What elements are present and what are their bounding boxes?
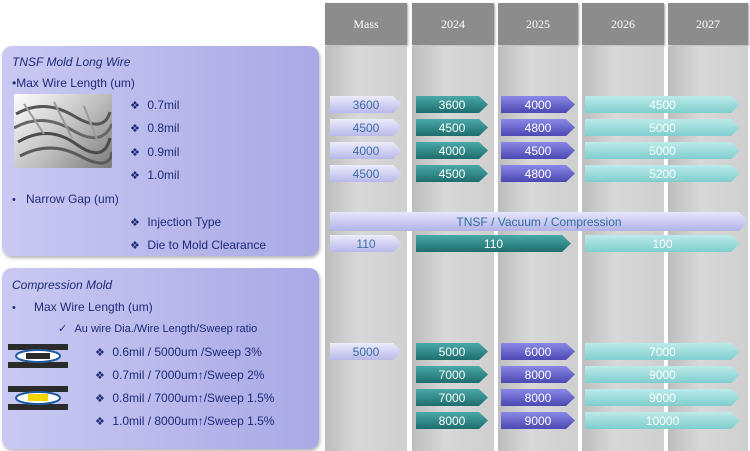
value-arrow-2024: 8000 [416,412,488,429]
tnsf-row-label: ❖ 0.8mil [130,121,179,135]
value-arrow-2026-2027: 10000 [585,412,740,429]
compression-title: Compression Mold [12,278,113,292]
bullet-icon: ❖ [130,170,140,182]
value-arrow-2026-2027: 4500 [585,96,740,113]
compression-mold-image-1 [8,344,68,368]
value-arrow-2026-2027: 9000 [585,366,740,383]
value-arrow-2025: 6000 [501,343,575,360]
tnsf-max-wire-label: •Max Wire Length (um) [12,76,135,90]
compression-row-label-text: 0.6mil / 5000um /Sweep 3% [112,345,262,359]
compression-sub-label: ✓ Au wire Dia./Wire Length/Sweep ratio [58,322,257,335]
injection-type-arrow: TNSF / Vacuum / Compression [330,212,748,231]
tnsf-row-label-text: 0.8mil [147,121,180,135]
narrow-gap-text: Narrow Gap (um) [26,192,119,206]
compression-sub-text: Au wire Dia./Wire Length/Sweep ratio [74,323,258,335]
column-header-2025: 2025 [498,3,578,45]
compression-max-wire-label: • Max Wire Length (um) [12,300,153,314]
compression-max-wire-text: Max Wire Length (um) [34,300,153,314]
value-arrow-2025: 9000 [501,412,575,429]
value-arrow-2024: 7000 [416,389,488,406]
value-arrow-2026-2027: 5200 [585,165,740,182]
bullet-icon: ❖ [95,393,105,405]
compression-row-label-text: 0.8mil / 7000um↑/Sweep 1.5% [112,391,275,405]
value-arrow-mass: 4500 [330,119,402,136]
compression-row-label: ❖ 0.7mil / 7000um↑/Sweep 2% [95,368,264,382]
value-arrow-mass: 4500 [330,165,402,182]
injection-type-label: ❖ Injection Type [130,215,221,229]
mold-wire-image [14,94,112,168]
die-clearance-text: Die to Mold Clearance [147,238,267,252]
bullet-icon: ❖ [130,147,140,159]
value-arrow-2024: 5000 [416,343,488,360]
clearance-arrow-mass: 110 [330,235,402,252]
bullet-icon: ❖ [95,416,105,428]
bullet-icon: ❖ [95,370,105,382]
compression-row-label-text: 0.7mil / 7000um↑/Sweep 2% [112,368,265,382]
tnsf-row-label: ❖ 0.9mil [130,145,179,159]
tnsf-row-label-text: 0.7mil [147,98,180,112]
value-arrow-2024: 4500 [416,165,488,182]
compression-mold-image-2 [8,386,68,410]
bullet-icon: ❖ [130,123,140,135]
tnsf-row-label: ❖ 0.7mil [130,98,179,112]
tnsf-title: TNSF Mold Long Wire [12,55,131,69]
value-arrow-2026-2027: 7000 [585,343,740,360]
value-arrow-2024: 4000 [416,142,488,159]
compression-row-label: ❖ 0.6mil / 5000um /Sweep 3% [95,345,262,359]
value-arrow-2025: 4000 [501,96,575,113]
clearance-arrow-2024-2025: 110 [416,235,571,252]
value-arrow-2025: 8000 [501,366,575,383]
column-header-2024: 2024 [412,3,494,45]
bullet-icon: ❖ [95,347,105,359]
tnsf-row-label-text: 0.9mil [147,145,180,159]
clearance-arrow-2026-2027: 100 [585,235,740,252]
column-header-mass: Mass [325,3,407,45]
value-arrow-2026-2027: 9000 [585,389,740,406]
value-arrow-mass: 5000 [330,343,402,360]
die-clearance-label: ❖ Die to Mold Clearance [130,238,266,252]
value-arrow-2026-2027: 5000 [585,142,740,159]
bullet-icon: • [12,194,16,206]
injection-type-text: Injection Type [147,215,222,229]
value-arrow-2025: 8000 [501,389,575,406]
value-arrow-2024: 3600 [416,96,488,113]
compression-row-label: ❖ 0.8mil / 7000um↑/Sweep 1.5% [95,391,274,405]
value-arrow-2025: 4800 [501,165,575,182]
value-arrow-2024: 7000 [416,366,488,383]
value-arrow-2026-2027: 5000 [585,119,740,136]
check-icon: ✓ [58,323,68,335]
value-arrow-2025: 4800 [501,119,575,136]
value-arrow-2024: 4500 [416,119,488,136]
narrow-gap-label: • Narrow Gap (um) [12,192,119,206]
value-arrow-mass: 4000 [330,142,402,159]
value-arrow-mass: 3600 [330,96,402,113]
tnsf-row-label: ❖ 1.0mil [130,168,179,182]
bullet-icon: ❖ [130,240,140,252]
compression-row-label-text: 1.0mil / 8000um↑/Sweep 1.5% [112,414,275,428]
bullet-icon: • [12,302,16,314]
compression-row-label: ❖ 1.0mil / 8000um↑/Sweep 1.5% [95,414,274,428]
tnsf-row-label-text: 1.0mil [147,168,180,182]
column-header-2026: 2026 [582,3,664,45]
bullet-icon: ❖ [130,217,140,229]
bullet-icon: ❖ [130,100,140,112]
column-header-2027: 2027 [668,3,748,45]
value-arrow-2025: 4500 [501,142,575,159]
